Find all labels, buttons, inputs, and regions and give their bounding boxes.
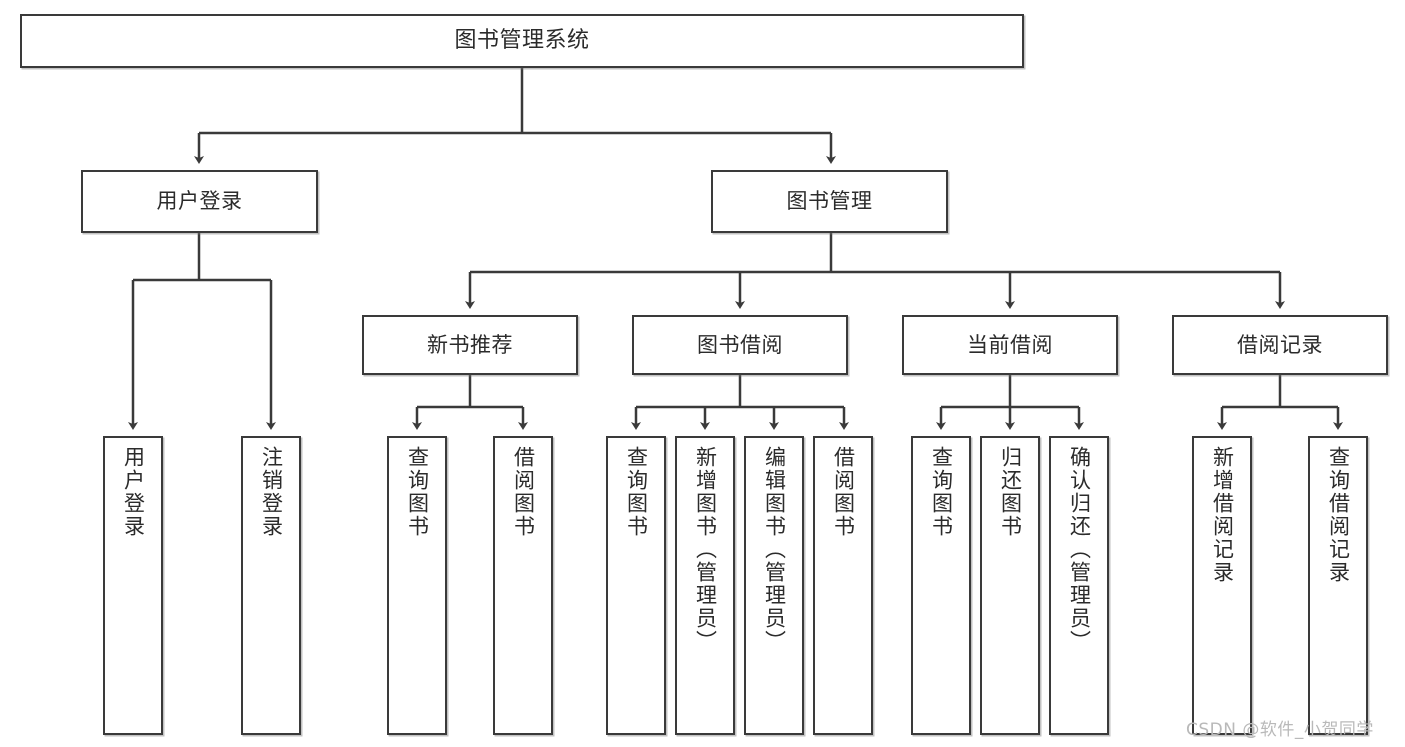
node-leaf-borrow-book-2-label: 借阅图书	[831, 446, 856, 538]
node-borrow-record-label: 借阅记录	[1237, 332, 1323, 357]
node-leaf-query-book-3[interactable]: 查询图书	[911, 436, 971, 735]
node-leaf-confirm-return[interactable]: 确认归还（管理员）	[1049, 436, 1109, 735]
node-leaf-confirm-return-label: 确认归还（管理员）	[1067, 446, 1092, 653]
node-leaf-query-record[interactable]: 查询借阅记录	[1308, 436, 1368, 735]
node-leaf-return-book-label: 归还图书	[998, 446, 1023, 538]
node-leaf-user-logout-label: 注销登录	[259, 446, 284, 538]
node-user-login[interactable]: 用户登录	[81, 170, 318, 233]
node-borrow-record[interactable]: 借阅记录	[1172, 315, 1388, 375]
node-leaf-return-book[interactable]: 归还图书	[980, 436, 1040, 735]
node-new-book-rec-label: 新书推荐	[427, 332, 513, 357]
node-leaf-query-book-2[interactable]: 查询图书	[606, 436, 666, 735]
node-leaf-borrow-book-2[interactable]: 借阅图书	[813, 436, 873, 735]
node-leaf-borrow-book-1[interactable]: 借阅图书	[493, 436, 553, 735]
node-leaf-add-record-label: 新增借阅记录	[1210, 446, 1235, 584]
node-book-manage[interactable]: 图书管理	[711, 170, 948, 233]
node-leaf-add-record[interactable]: 新增借阅记录	[1192, 436, 1252, 735]
node-root[interactable]: 图书管理系统	[20, 14, 1024, 68]
node-leaf-add-book[interactable]: 新增图书（管理员）	[675, 436, 735, 735]
node-new-book-rec[interactable]: 新书推荐	[362, 315, 578, 375]
node-leaf-user-login-label: 用户登录	[121, 446, 146, 538]
node-current-borrow-label: 当前借阅	[967, 332, 1053, 357]
node-book-borrow-label: 图书借阅	[697, 332, 783, 357]
node-leaf-add-book-label: 新增图书（管理员）	[693, 446, 718, 653]
node-user-login-label: 用户登录	[156, 189, 243, 214]
node-leaf-borrow-book-1-label: 借阅图书	[511, 446, 536, 538]
node-leaf-edit-book[interactable]: 编辑图书（管理员）	[744, 436, 804, 735]
node-leaf-query-book-1[interactable]: 查询图书	[387, 436, 447, 735]
node-leaf-edit-book-label: 编辑图书（管理员）	[762, 446, 787, 653]
node-leaf-user-login[interactable]: 用户登录	[103, 436, 163, 735]
node-root-label: 图书管理系统	[454, 28, 590, 54]
node-leaf-query-book-3-label: 查询图书	[929, 446, 954, 538]
csdn-watermark: CSDN @软件_小贺同学	[1186, 720, 1374, 740]
node-book-borrow[interactable]: 图书借阅	[632, 315, 848, 375]
node-book-manage-label: 图书管理	[786, 189, 873, 214]
node-leaf-query-book-1-label: 查询图书	[405, 446, 430, 538]
node-leaf-query-book-2-label: 查询图书	[624, 446, 649, 538]
node-current-borrow[interactable]: 当前借阅	[902, 315, 1118, 375]
node-leaf-query-record-label: 查询借阅记录	[1326, 446, 1351, 584]
node-leaf-user-logout[interactable]: 注销登录	[241, 436, 301, 735]
